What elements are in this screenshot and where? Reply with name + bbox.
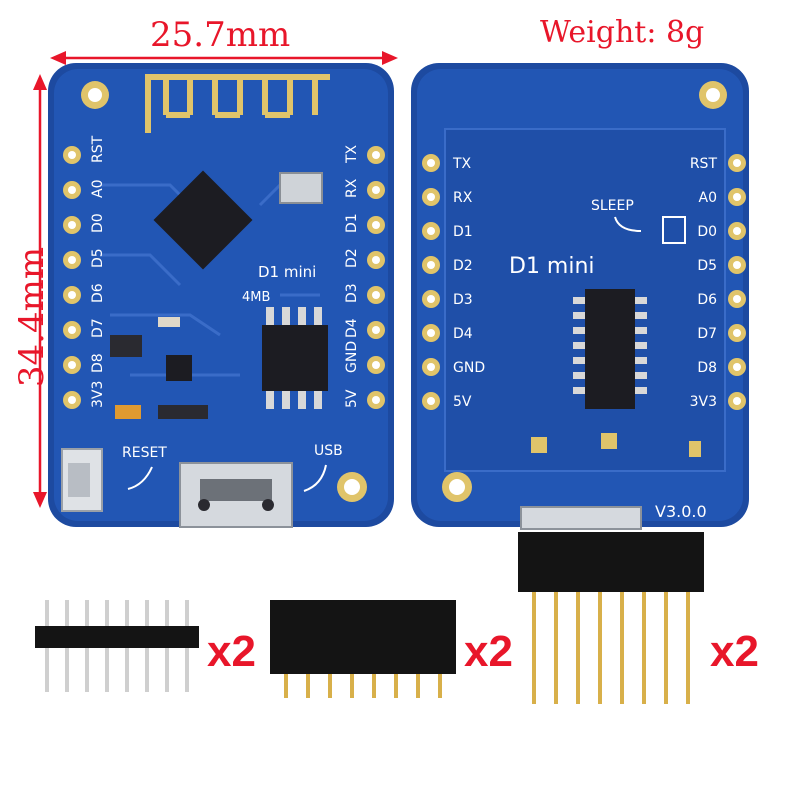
antenna-trace (145, 74, 330, 133)
back-left-pin-label: D4 (453, 326, 473, 342)
long-female-header (518, 532, 704, 704)
back-right-pin-label: D5 (697, 258, 717, 274)
back-left-pin-label: D1 (453, 224, 473, 240)
back-left-pin-label: TX (452, 156, 472, 172)
front-model-label: D1 mini (258, 263, 316, 281)
front-board: RST A0 D0 D5 D6 D7 D8 3V3 TX RX D1 D2 D3… (48, 63, 394, 528)
usb-label: USB (314, 443, 343, 459)
front-left-pin-pads (63, 146, 81, 409)
front-left-pin-label: D5 (90, 248, 106, 268)
back-left-pin-label: 5V (453, 394, 472, 410)
back-right-pin-label: D8 (697, 360, 717, 376)
back-left-pin-label: D2 (453, 258, 473, 274)
weight-label: Weight: 8g (540, 15, 705, 50)
front-right-pin-label: RX (344, 178, 360, 198)
long-female-header-qty: x2 (710, 627, 759, 676)
front-right-pin-pads (367, 146, 385, 409)
width-arrow (50, 51, 398, 65)
short-female-header (270, 600, 456, 698)
back-model-label: D1 mini (509, 254, 595, 279)
short-female-header-qty: x2 (464, 627, 513, 676)
front-right-pin-label: 5V (344, 389, 360, 408)
crystal (279, 172, 323, 204)
front-left-pin-label: D8 (90, 353, 106, 373)
front-left-pin-label: D7 (90, 318, 106, 338)
back-usb-port (520, 506, 642, 530)
width-dimension-label: 25.7mm (150, 15, 291, 55)
back-left-pin-label: GND (453, 360, 485, 376)
male-pin-header (35, 600, 199, 692)
front-right-pin-label: TX (344, 144, 360, 164)
front-right-pin-label: D3 (344, 283, 360, 303)
front-left-pin-label: A0 (90, 180, 106, 198)
back-right-pin-label: D0 (697, 224, 717, 240)
front-right-pin-label: D1 (344, 213, 360, 233)
front-left-pin-label: RST (90, 135, 106, 163)
flash-chip (262, 325, 328, 391)
back-left-pin-pads (422, 154, 440, 410)
back-left-pin-label: D3 (453, 292, 473, 308)
back-right-pin-pads (728, 154, 746, 410)
sleep-jumper[interactable] (662, 216, 686, 244)
front-left-pin-label: D0 (90, 213, 106, 233)
front-left-pin-label: D6 (90, 283, 106, 303)
front-right-pin-label: GND (344, 341, 360, 373)
back-board: TX RX D1 D2 D3 D4 GND 5V RST A0 D0 D5 D6… (411, 63, 749, 530)
esp8266-chip (153, 170, 253, 270)
front-right-pin-label: D4 (344, 318, 360, 338)
back-right-pin-label: D6 (697, 292, 717, 308)
front-left-pin-label: 3V3 (90, 381, 106, 408)
flash-size-label: 4MB (242, 290, 270, 305)
version-label: V3.0.0 (655, 502, 707, 521)
usb-serial-chip (585, 289, 635, 409)
height-arrow (33, 74, 47, 508)
reset-label: RESET (122, 445, 167, 461)
back-right-pin-label: A0 (699, 190, 717, 206)
male-header-qty: x2 (207, 627, 256, 676)
back-left-pin-label: RX (453, 190, 473, 206)
back-right-pin-label: 3V3 (690, 394, 717, 410)
sleep-label: SLEEP (591, 198, 634, 214)
back-right-pin-label: RST (690, 156, 718, 172)
front-right-pin-label: D2 (344, 248, 360, 268)
back-right-pin-label: D7 (697, 326, 717, 342)
